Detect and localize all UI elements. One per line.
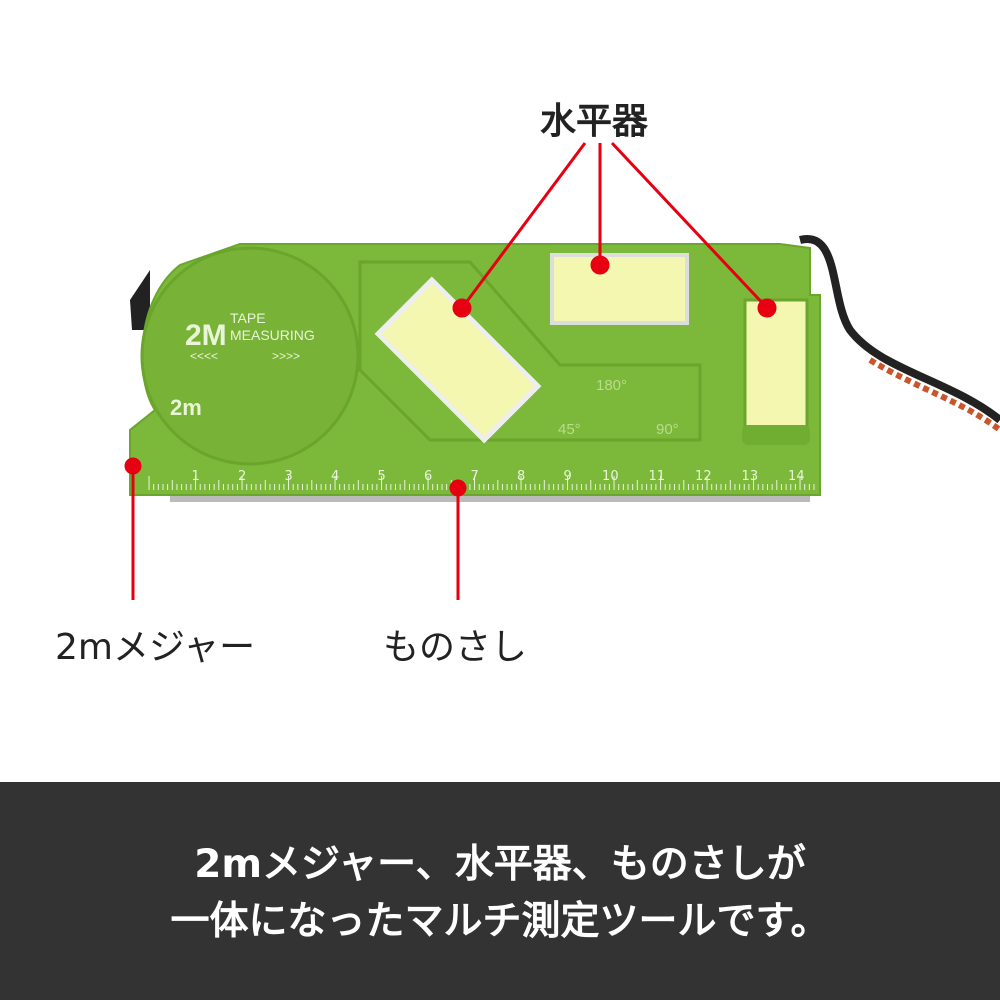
print-arrows-left: <<<< bbox=[190, 349, 218, 363]
ruler-number: 14 bbox=[788, 469, 805, 484]
print-2m-big: 2M bbox=[185, 319, 227, 352]
print-arrows-right: >>>> bbox=[272, 349, 300, 363]
caption-banner: 2mメジャー、水平器、ものさしが 一体になったマルチ測定ツールです。 bbox=[0, 782, 1000, 1000]
ruler-number: 7 bbox=[471, 469, 479, 484]
ruler-number: 8 bbox=[517, 469, 525, 484]
ruler-number: 2 bbox=[238, 469, 246, 484]
diagonal-vial bbox=[374, 276, 542, 444]
ruler-number: 1 bbox=[192, 469, 200, 484]
ruler-number: 6 bbox=[424, 469, 432, 484]
vertical-vial bbox=[743, 298, 809, 432]
ruler-number: 4 bbox=[331, 469, 339, 484]
ruler-number: 11 bbox=[649, 469, 666, 484]
belt-clip bbox=[130, 270, 150, 330]
marker-diagonal-vial bbox=[452, 298, 472, 318]
caption-line-2: 一体になったマルチ測定ツールです。 bbox=[170, 899, 830, 944]
print-2m: 2m bbox=[170, 395, 202, 420]
label-level: 水平器 bbox=[540, 101, 649, 142]
marker-horizontal-vial bbox=[590, 255, 610, 275]
ruler-number: 5 bbox=[378, 469, 386, 484]
caption-line-1: 2mメジャー、水平器、ものさしが bbox=[194, 842, 806, 887]
ruler-number: 3 bbox=[285, 469, 293, 484]
angle-180: 180° bbox=[596, 377, 627, 394]
print-measuring: MEASURING bbox=[230, 327, 315, 343]
tape-blade bbox=[170, 492, 810, 502]
label-ruler: ものさし bbox=[383, 627, 528, 668]
angle-90: 90° bbox=[656, 421, 679, 438]
ruler-number: 13 bbox=[742, 469, 759, 484]
marker-tape bbox=[124, 457, 142, 475]
ruler-number: 10 bbox=[602, 469, 619, 484]
marker-ruler bbox=[449, 479, 467, 497]
tape-reel bbox=[140, 246, 360, 466]
ruler-number: 12 bbox=[695, 469, 712, 484]
angle-45: 45° bbox=[558, 421, 581, 438]
horizontal-vial bbox=[550, 253, 689, 325]
product-illustration: 2M TAPE MEASURING <<<< >>>> 2m 180° 45° … bbox=[124, 141, 1000, 600]
ruler-number: 9 bbox=[564, 469, 572, 484]
strap bbox=[799, 235, 1000, 424]
print-tape: TAPE bbox=[230, 310, 266, 326]
label-tape-measure: 2mメジャー bbox=[55, 627, 256, 668]
marker-vertical-vial bbox=[757, 298, 777, 318]
